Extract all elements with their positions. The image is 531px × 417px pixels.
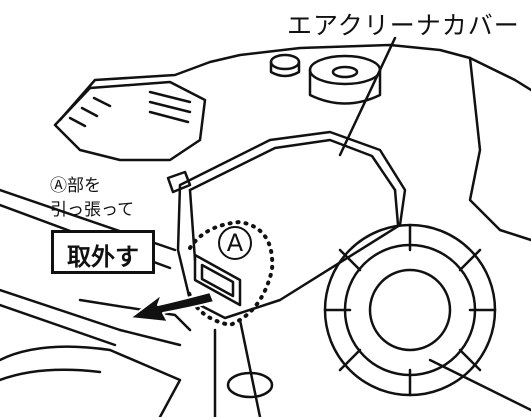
oil-plug bbox=[269, 53, 301, 71]
remove-instruction-label: 取外す bbox=[67, 243, 139, 271]
starter-rope bbox=[428, 358, 531, 412]
remove-instruction-box: 取外す bbox=[51, 230, 155, 274]
callout-leader bbox=[338, 36, 397, 157]
engine-top-outline bbox=[58, 43, 531, 122]
pull-arrow bbox=[129, 291, 215, 323]
air-cleaner-cover-label: エアクリーナカバー bbox=[287, 11, 520, 40]
fuel-cap bbox=[308, 54, 382, 86]
cover-tab bbox=[193, 253, 242, 307]
engine-side bbox=[468, 56, 531, 242]
instruction-line-2: 引っ張って bbox=[50, 200, 135, 220]
instruction-line-1: Ⓐ部を bbox=[50, 176, 101, 196]
highlight-dots bbox=[186, 219, 275, 328]
lower-tube bbox=[0, 345, 182, 417]
part-a-marker: A bbox=[218, 226, 252, 260]
lever bbox=[166, 170, 192, 194]
engine-rear-block bbox=[53, 80, 207, 162]
fins bbox=[68, 90, 192, 128]
